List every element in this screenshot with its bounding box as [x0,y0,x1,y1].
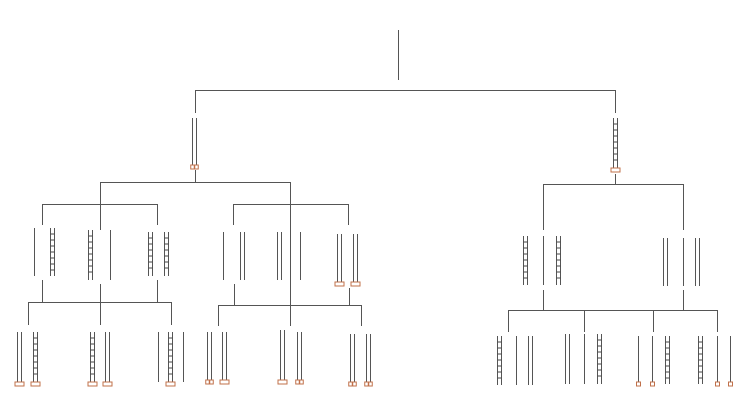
end-cap [219,379,230,385]
end-cap [209,379,214,385]
end-cap [205,379,210,385]
end-cap [610,167,621,173]
end-cap [194,164,199,170]
end-cap [352,381,357,387]
end-cap [368,381,373,387]
end-cap [348,381,353,387]
end-cap [190,164,195,170]
end-cap [165,381,176,387]
end-cap [102,381,113,387]
end-cap [334,281,345,287]
end-cap [650,381,655,387]
end-cap [636,381,641,387]
end-cap [30,381,41,387]
end-cap [295,379,300,385]
end-cap [87,381,98,387]
end-cap [715,381,720,387]
end-cap [299,379,304,385]
end-cap [728,381,733,387]
end-cap [14,381,25,387]
end-cap [277,379,288,385]
end-cap [364,381,369,387]
end-cap [350,281,361,287]
